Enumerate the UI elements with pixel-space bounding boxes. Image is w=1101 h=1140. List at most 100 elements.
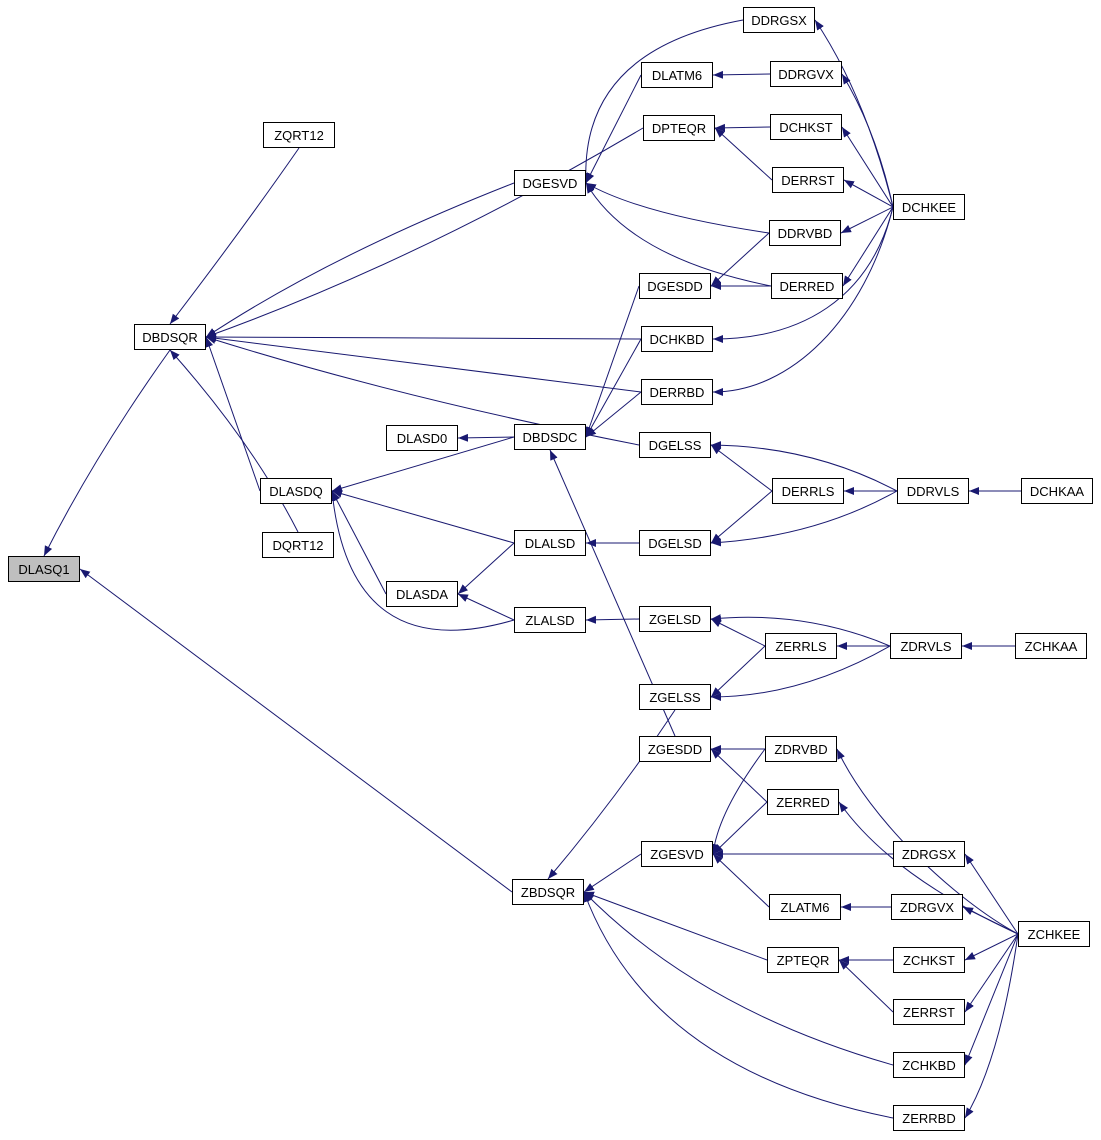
edge-ddrvls-dgelsd bbox=[710, 490, 898, 547]
edge-zchkee-zerred bbox=[838, 801, 1019, 935]
edge-zerrls-zgelss bbox=[710, 645, 766, 698]
edge-zlalsd-dlasdq bbox=[329, 490, 515, 631]
node-zerrbd[interactable]: ZERRBD bbox=[893, 1105, 965, 1131]
edge-zchkee-zerrbd bbox=[964, 933, 1019, 1119]
edge-ddrgvx-dlatm6 bbox=[712, 70, 771, 79]
node-dlasq1: DLASQ1 bbox=[8, 556, 80, 582]
edge-ddrvbd-dgesdd bbox=[710, 232, 770, 287]
edge-ddrvls-dgelss bbox=[710, 441, 898, 492]
node-zgelsd[interactable]: ZGELSD bbox=[639, 606, 711, 632]
node-zchkbd[interactable]: ZCHKBD bbox=[893, 1052, 965, 1078]
node-dlasd0[interactable]: DLASD0 bbox=[386, 425, 458, 451]
node-dlalsd[interactable]: DLALSD bbox=[514, 530, 586, 556]
node-dlatm6[interactable]: DLATM6 bbox=[641, 62, 713, 88]
node-dgesvd[interactable]: DGESVD bbox=[514, 170, 586, 196]
edge-zchkee-zdrgsx bbox=[964, 853, 1019, 935]
edge-zbdsqr-dlasq1 bbox=[79, 568, 513, 893]
node-zlatm6[interactable]: ZLATM6 bbox=[769, 894, 841, 920]
edge-dlatm6-dgesvd bbox=[585, 74, 642, 184]
edge-dlasdq-dbdsqr bbox=[205, 336, 261, 492]
edge-dchkee-dchkbd bbox=[712, 206, 894, 343]
node-zgelss[interactable]: ZGELSS bbox=[639, 684, 711, 710]
node-derrbd[interactable]: DERRBD bbox=[641, 379, 713, 405]
edge-ddrvbd-dgesvd bbox=[585, 182, 770, 234]
edge-derrbd-dbdsdc bbox=[585, 391, 642, 438]
node-dchkaa[interactable]: DCHKAA bbox=[1021, 478, 1093, 504]
node-ddrvls[interactable]: DDRVLS bbox=[897, 478, 969, 504]
node-derrst[interactable]: DERRST bbox=[772, 167, 844, 193]
node-zpteqr[interactable]: ZPTEQR bbox=[767, 947, 839, 973]
edge-dbdsdc-dlasdq bbox=[331, 436, 515, 492]
node-zqrt12[interactable]: ZQRT12 bbox=[263, 122, 335, 148]
node-zdrgvx[interactable]: ZDRGVX bbox=[891, 894, 963, 920]
edge-dchkee-ddrgsx bbox=[814, 19, 894, 208]
node-dlasda[interactable]: DLASDA bbox=[386, 581, 458, 607]
node-dgelsd[interactable]: DGELSD bbox=[639, 530, 711, 556]
node-zerrls[interactable]: ZERRLS bbox=[765, 633, 837, 659]
edge-zerrbd-zbdsqr bbox=[583, 891, 894, 1119]
node-zgesvd[interactable]: ZGESVD bbox=[641, 841, 713, 867]
edge-dchkbd-dbdsqr bbox=[205, 333, 642, 342]
node-derred[interactable]: DERRED bbox=[771, 273, 843, 299]
edge-dchkee-derrbd bbox=[712, 206, 894, 396]
edge-dchkee-derrst bbox=[843, 179, 894, 208]
node-zerred[interactable]: ZERRED bbox=[767, 789, 839, 815]
edge-dgesdd-dbdsdc bbox=[585, 285, 640, 438]
edge-dlalsd-dlasdq bbox=[331, 489, 515, 544]
node-dpteqr[interactable]: DPTEQR bbox=[643, 115, 715, 141]
edge-zdrvls-zgelsd bbox=[710, 614, 891, 647]
edge-zchkee-zerrst bbox=[964, 933, 1019, 1013]
node-zchkaa[interactable]: ZCHKAA bbox=[1015, 633, 1087, 659]
node-dchkst[interactable]: DCHKST bbox=[770, 114, 842, 140]
edge-group bbox=[43, 19, 1021, 1119]
node-zgesdd[interactable]: ZGESDD bbox=[639, 736, 711, 762]
node-ddrvbd[interactable]: DDRVBD bbox=[769, 220, 841, 246]
edge-dchkee-derred bbox=[842, 206, 894, 287]
edge-dqrt12-dbdsqr bbox=[169, 349, 299, 533]
edge-dchkee-ddrgvx bbox=[841, 73, 894, 208]
edge-zpteqr-zbdsqr bbox=[583, 891, 768, 961]
edge-zqrt12-dbdsqr bbox=[169, 147, 300, 325]
edge-derrls-dgelss bbox=[710, 444, 773, 492]
node-dbdsqr[interactable]: DBDSQR bbox=[134, 324, 206, 350]
edge-dgesvd-dbdsqr bbox=[205, 182, 515, 338]
edge-zerred-zgesdd bbox=[710, 748, 768, 803]
node-zdrgsx[interactable]: ZDRGSX bbox=[893, 841, 965, 867]
edge-zerred-zgesvd bbox=[712, 801, 768, 855]
node-dqrt12[interactable]: DQRT12 bbox=[262, 532, 334, 558]
edge-zlalsd-dlasda bbox=[457, 593, 515, 621]
edge-dbdsqr-dlasq1 bbox=[43, 349, 171, 557]
edge-derred-dgesvd bbox=[585, 182, 772, 287]
edge-zgesvd-zbdsqr bbox=[583, 853, 642, 893]
node-zerrst[interactable]: ZERRST bbox=[893, 999, 965, 1025]
edge-zdrvls-zgelss bbox=[710, 645, 891, 701]
node-derrls[interactable]: DERRLS bbox=[772, 478, 844, 504]
node-zchkst[interactable]: ZCHKST bbox=[893, 947, 965, 973]
edge-derrls-dgelsd bbox=[710, 490, 773, 544]
edge-zchkee-zchkst bbox=[964, 933, 1019, 961]
node-dgelss[interactable]: DGELSS bbox=[639, 432, 711, 458]
edge-dchkbd-dbdsdc bbox=[585, 338, 642, 438]
edge-dbdsdc-dlasd0 bbox=[457, 433, 515, 442]
node-dchkbd[interactable]: DCHKBD bbox=[641, 326, 713, 352]
node-ddrgsx[interactable]: DDRGSX bbox=[743, 7, 815, 33]
node-zbdsqr[interactable]: ZBDSQR bbox=[512, 879, 584, 905]
node-dlasdq[interactable]: DLASDQ bbox=[260, 478, 332, 504]
node-zdrvbd[interactable]: ZDRVBD bbox=[765, 736, 837, 762]
edge-dchkee-dchkst bbox=[841, 126, 894, 208]
node-ddrgvx[interactable]: DDRGVX bbox=[770, 61, 842, 87]
node-dchkee[interactable]: DCHKEE bbox=[893, 194, 965, 220]
node-dbdsdc[interactable]: DBDSDC bbox=[514, 424, 586, 450]
edge-ddrgsx-dgesvd bbox=[581, 19, 744, 184]
node-zchkee[interactable]: ZCHKEE bbox=[1018, 921, 1090, 947]
edge-zerrls-zgelsd bbox=[710, 618, 766, 647]
edge-zgelss-zbdsqr bbox=[547, 709, 676, 880]
node-zdrvls[interactable]: ZDRVLS bbox=[890, 633, 962, 659]
edge-dchkst-dpteqr bbox=[714, 123, 771, 132]
edge-zdrvbd-zgesvd bbox=[710, 748, 766, 855]
node-zlalsd[interactable]: ZLALSD bbox=[514, 607, 586, 633]
node-dgesdd[interactable]: DGESDD bbox=[639, 273, 711, 299]
edge-zlatm6-zgesvd bbox=[712, 853, 770, 908]
edge-derrbd-dbdsqr bbox=[205, 334, 642, 393]
